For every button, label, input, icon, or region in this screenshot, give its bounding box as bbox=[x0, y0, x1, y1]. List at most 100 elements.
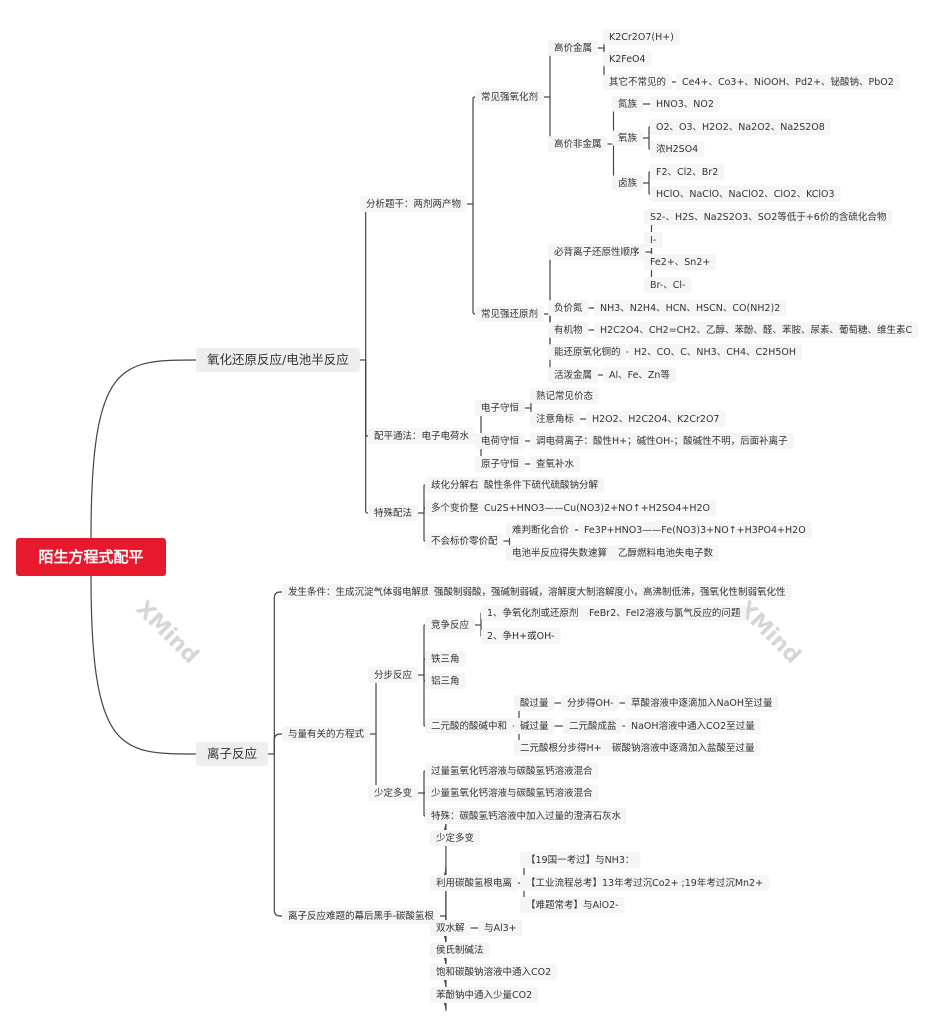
topic-node[interactable]: S2-、H2S、Na2S2O3、SO2等低于+6价的含硫化合物 bbox=[644, 209, 893, 225]
topic-node[interactable]: 能还原氧化铜的 bbox=[548, 344, 627, 360]
topic-node[interactable]: F2、Cl2、Br2 bbox=[650, 164, 725, 180]
topic-node[interactable]: 原子守恒 bbox=[475, 456, 526, 472]
topic-node[interactable]: 查氧补水 bbox=[530, 456, 581, 472]
topic-box bbox=[514, 695, 555, 711]
topic-node[interactable]: 【19国一考过】与NH3： bbox=[520, 852, 641, 868]
topic-node[interactable]: FeBr2、FeI2溶液与氯气反应的问题 bbox=[583, 605, 747, 621]
topic-node[interactable]: H2C2O4、CH2=CH2、乙醇、苯酚、醛、苯胺、尿素、葡萄糖、维生素C bbox=[594, 322, 919, 338]
topic-box bbox=[548, 344, 627, 360]
topic-node[interactable]: 2、争H+或OH- bbox=[481, 628, 561, 644]
topic-node[interactable]: 常见强氧化剂 bbox=[475, 89, 545, 105]
topic-label: 浓H2SO4 bbox=[656, 143, 698, 155]
main-branch-topic[interactable]: 离子反应 bbox=[196, 742, 269, 766]
topic-node[interactable]: 分步得OH- bbox=[561, 695, 620, 711]
topic-node[interactable]: 有机物 bbox=[548, 322, 589, 338]
topic-node[interactable]: 浓H2SO4 bbox=[650, 141, 705, 157]
topic-node[interactable]: 少定多变 bbox=[430, 830, 481, 846]
topic-node[interactable]: 与量有关的方程式 bbox=[282, 726, 371, 742]
root-topic[interactable]: 陌生方程式配平 bbox=[16, 538, 166, 576]
topic-node[interactable]: 高价非金属 bbox=[548, 136, 608, 152]
topic-box bbox=[425, 808, 628, 824]
topic-node[interactable]: 少定多变 bbox=[368, 785, 419, 801]
topic-node[interactable]: Fe2+、Sn2+ bbox=[644, 254, 717, 270]
topic-node[interactable]: 与Al3+ bbox=[478, 920, 523, 936]
topic-node[interactable]: 强酸制弱酸，强碱制弱碱，溶解度大制溶解度小，高沸制低沸，强氧化性制弱氧化性 bbox=[428, 584, 792, 600]
topic-node[interactable]: K2Cr2O7(H+) bbox=[603, 29, 680, 45]
topic-node[interactable]: Fe3P+HNO3——Fe(NO3)3+NO↑+H3PO4+H2O bbox=[578, 522, 812, 538]
topic-node[interactable]: 【工业流程总考】13年考过沉Co2+ ;19年考过沉Mn2+ bbox=[520, 875, 770, 891]
topic-label: 发生条件：生成沉淀气体弱电解质 bbox=[288, 586, 431, 598]
topic-node[interactable]: 活泼金属 bbox=[548, 367, 599, 383]
topic-node[interactable]: 乙醇燃料电池失电子数 bbox=[612, 545, 720, 561]
topic-node[interactable]: 利用碳酸氢根电离 bbox=[430, 875, 519, 891]
topic-node[interactable]: 饱和碳酸钠溶液中通入CO2 bbox=[430, 964, 558, 980]
topic-node[interactable]: 氧族 bbox=[612, 130, 644, 146]
topic-node[interactable]: 分步反应 bbox=[368, 667, 419, 683]
topic-node[interactable]: Br-、Cl- bbox=[644, 277, 692, 293]
topic-node[interactable]: Cu2S+HNO3——Cu(NO3)2+NO↑+H2SO4+H2O bbox=[478, 500, 717, 516]
topic-node[interactable]: 不会标价零价配 bbox=[425, 533, 504, 549]
topic-label: 特殊：碳酸氢钙溶液中加入过量的澄清石灰水 bbox=[431, 810, 622, 822]
topic-node[interactable]: 铁三角 bbox=[425, 651, 466, 667]
topic-node[interactable]: 高价金属 bbox=[548, 40, 599, 56]
topic-node[interactable]: 特殊配法 bbox=[368, 505, 419, 521]
topic-node[interactable]: 特殊：碳酸氢钙溶液中加入过量的澄清石灰水 bbox=[425, 808, 628, 824]
topic-node[interactable]: NH3、N2H4、HCN、HSCN、CO(NH2)2 bbox=[594, 300, 787, 316]
topic-node[interactable]: 苯酚钠中通入少量CO2 bbox=[430, 987, 539, 1003]
topic-node[interactable]: 配平通法：电子电荷水 bbox=[368, 428, 476, 444]
topic-node[interactable]: H2O2、H2C2O4、K2Cr2O7 bbox=[586, 411, 726, 427]
topic-node[interactable]: 1、争氧化剂或还原剂 bbox=[481, 605, 585, 621]
topic-node[interactable]: 二元酸根分步得H+ bbox=[514, 740, 608, 756]
topic-node[interactable]: 分析题干：两剂两产物 bbox=[360, 196, 468, 212]
topic-node[interactable]: 过量氢氧化钙溶液与碳酸氢钙溶液混合 bbox=[425, 763, 599, 779]
topic-node[interactable]: 碱过量 bbox=[514, 718, 555, 734]
topic-node[interactable]: 氮族 bbox=[612, 96, 644, 112]
topic-node[interactable]: I- bbox=[644, 232, 663, 248]
topic-node[interactable]: 二元酸的酸碱中和 bbox=[425, 718, 514, 734]
topic-label: 其它不常见的 bbox=[609, 76, 666, 88]
topic-node[interactable]: 酸性条件下硫代硫酸钠分解 bbox=[478, 477, 605, 493]
topic-label: Ce4+、Co3+、NiOOH、Pd2+、铋酸钠、PbO2 bbox=[682, 76, 894, 88]
topic-node[interactable]: 卤族 bbox=[612, 175, 644, 191]
topic-node[interactable]: 熟记常见价态 bbox=[530, 388, 600, 404]
topic-node[interactable]: Al、Fe、Zn等 bbox=[603, 367, 676, 383]
topic-node[interactable]: 负价氮 bbox=[548, 300, 589, 316]
topic-node[interactable]: 侯氏制碱法 bbox=[430, 942, 490, 958]
topic-box bbox=[478, 920, 523, 936]
topic-label: 高价金属 bbox=[554, 42, 592, 54]
topic-node[interactable]: 调电荷离子：酸性H+；碱性OH-；酸碱性不明，后面补离子 bbox=[530, 433, 794, 449]
topic-box bbox=[625, 718, 761, 734]
topic-node[interactable]: 常见强还原剂 bbox=[475, 306, 545, 322]
topic-node[interactable]: 少量氢氧化钙溶液与碳酸氢钙溶液混合 bbox=[425, 785, 599, 801]
topic-node[interactable]: 二元酸成盐 bbox=[563, 718, 623, 734]
topic-label: 二元酸成盐 bbox=[569, 720, 617, 732]
topic-node[interactable]: HNO3、NO2 bbox=[650, 96, 720, 112]
topic-node[interactable]: H2、CO、C、NH3、CH4、C2H5OH bbox=[628, 344, 803, 360]
topic-node[interactable]: 其它不常见的 bbox=[603, 74, 673, 90]
topic-label: Al、Fe、Zn等 bbox=[609, 369, 670, 381]
topic-node[interactable]: NaOH溶液中通入CO2至过量 bbox=[625, 718, 761, 734]
topic-node[interactable]: 难判断化合价 bbox=[506, 522, 576, 538]
topic-node[interactable]: 发生条件：生成沉淀气体弱电解质 bbox=[282, 584, 437, 600]
topic-node[interactable]: HClO、NaClO、NaClO2、ClO2、KClO3 bbox=[650, 186, 841, 202]
topic-node[interactable]: 草酸溶液中逐滴加入NaOH至过量 bbox=[625, 695, 779, 711]
topic-node[interactable]: 注意角标 bbox=[530, 411, 581, 427]
topic-label: 高价非金属 bbox=[554, 138, 602, 150]
topic-node[interactable]: 电荷守恒 bbox=[475, 433, 526, 449]
topic-node[interactable]: K2FeO4 bbox=[603, 51, 652, 67]
main-branch-topic[interactable]: 氧化还原反应/电池半反应 bbox=[196, 348, 360, 372]
topic-node[interactable]: 电子守恒 bbox=[475, 400, 526, 416]
topic-node[interactable]: 必背离子还原性顺序 bbox=[548, 244, 646, 260]
topic-node[interactable]: 酸过量 bbox=[514, 695, 555, 711]
topic-node[interactable]: 离子反应难题的幕后黑手-碳酸氢根 bbox=[282, 908, 440, 924]
topic-node[interactable]: 竞争反应 bbox=[425, 617, 476, 633]
topic-node[interactable]: 铝三角 bbox=[425, 673, 466, 689]
topic-node[interactable]: 电池半反应得失数速算 bbox=[506, 545, 614, 561]
topic-node[interactable]: 【难题常考】与AlO2- bbox=[520, 897, 625, 913]
topic-node[interactable]: O2、O3、H2O2、Na2O2、Na2S2O8 bbox=[650, 119, 831, 135]
topic-node[interactable]: Ce4+、Co3+、NiOOH、Pd2+、铋酸钠、PbO2 bbox=[676, 74, 900, 90]
topic-node[interactable]: 碳酸钠溶液中逐滴加入盐酸至过量 bbox=[606, 740, 761, 756]
topic-node[interactable]: 双水解 bbox=[430, 920, 471, 936]
topic-box bbox=[578, 522, 812, 538]
